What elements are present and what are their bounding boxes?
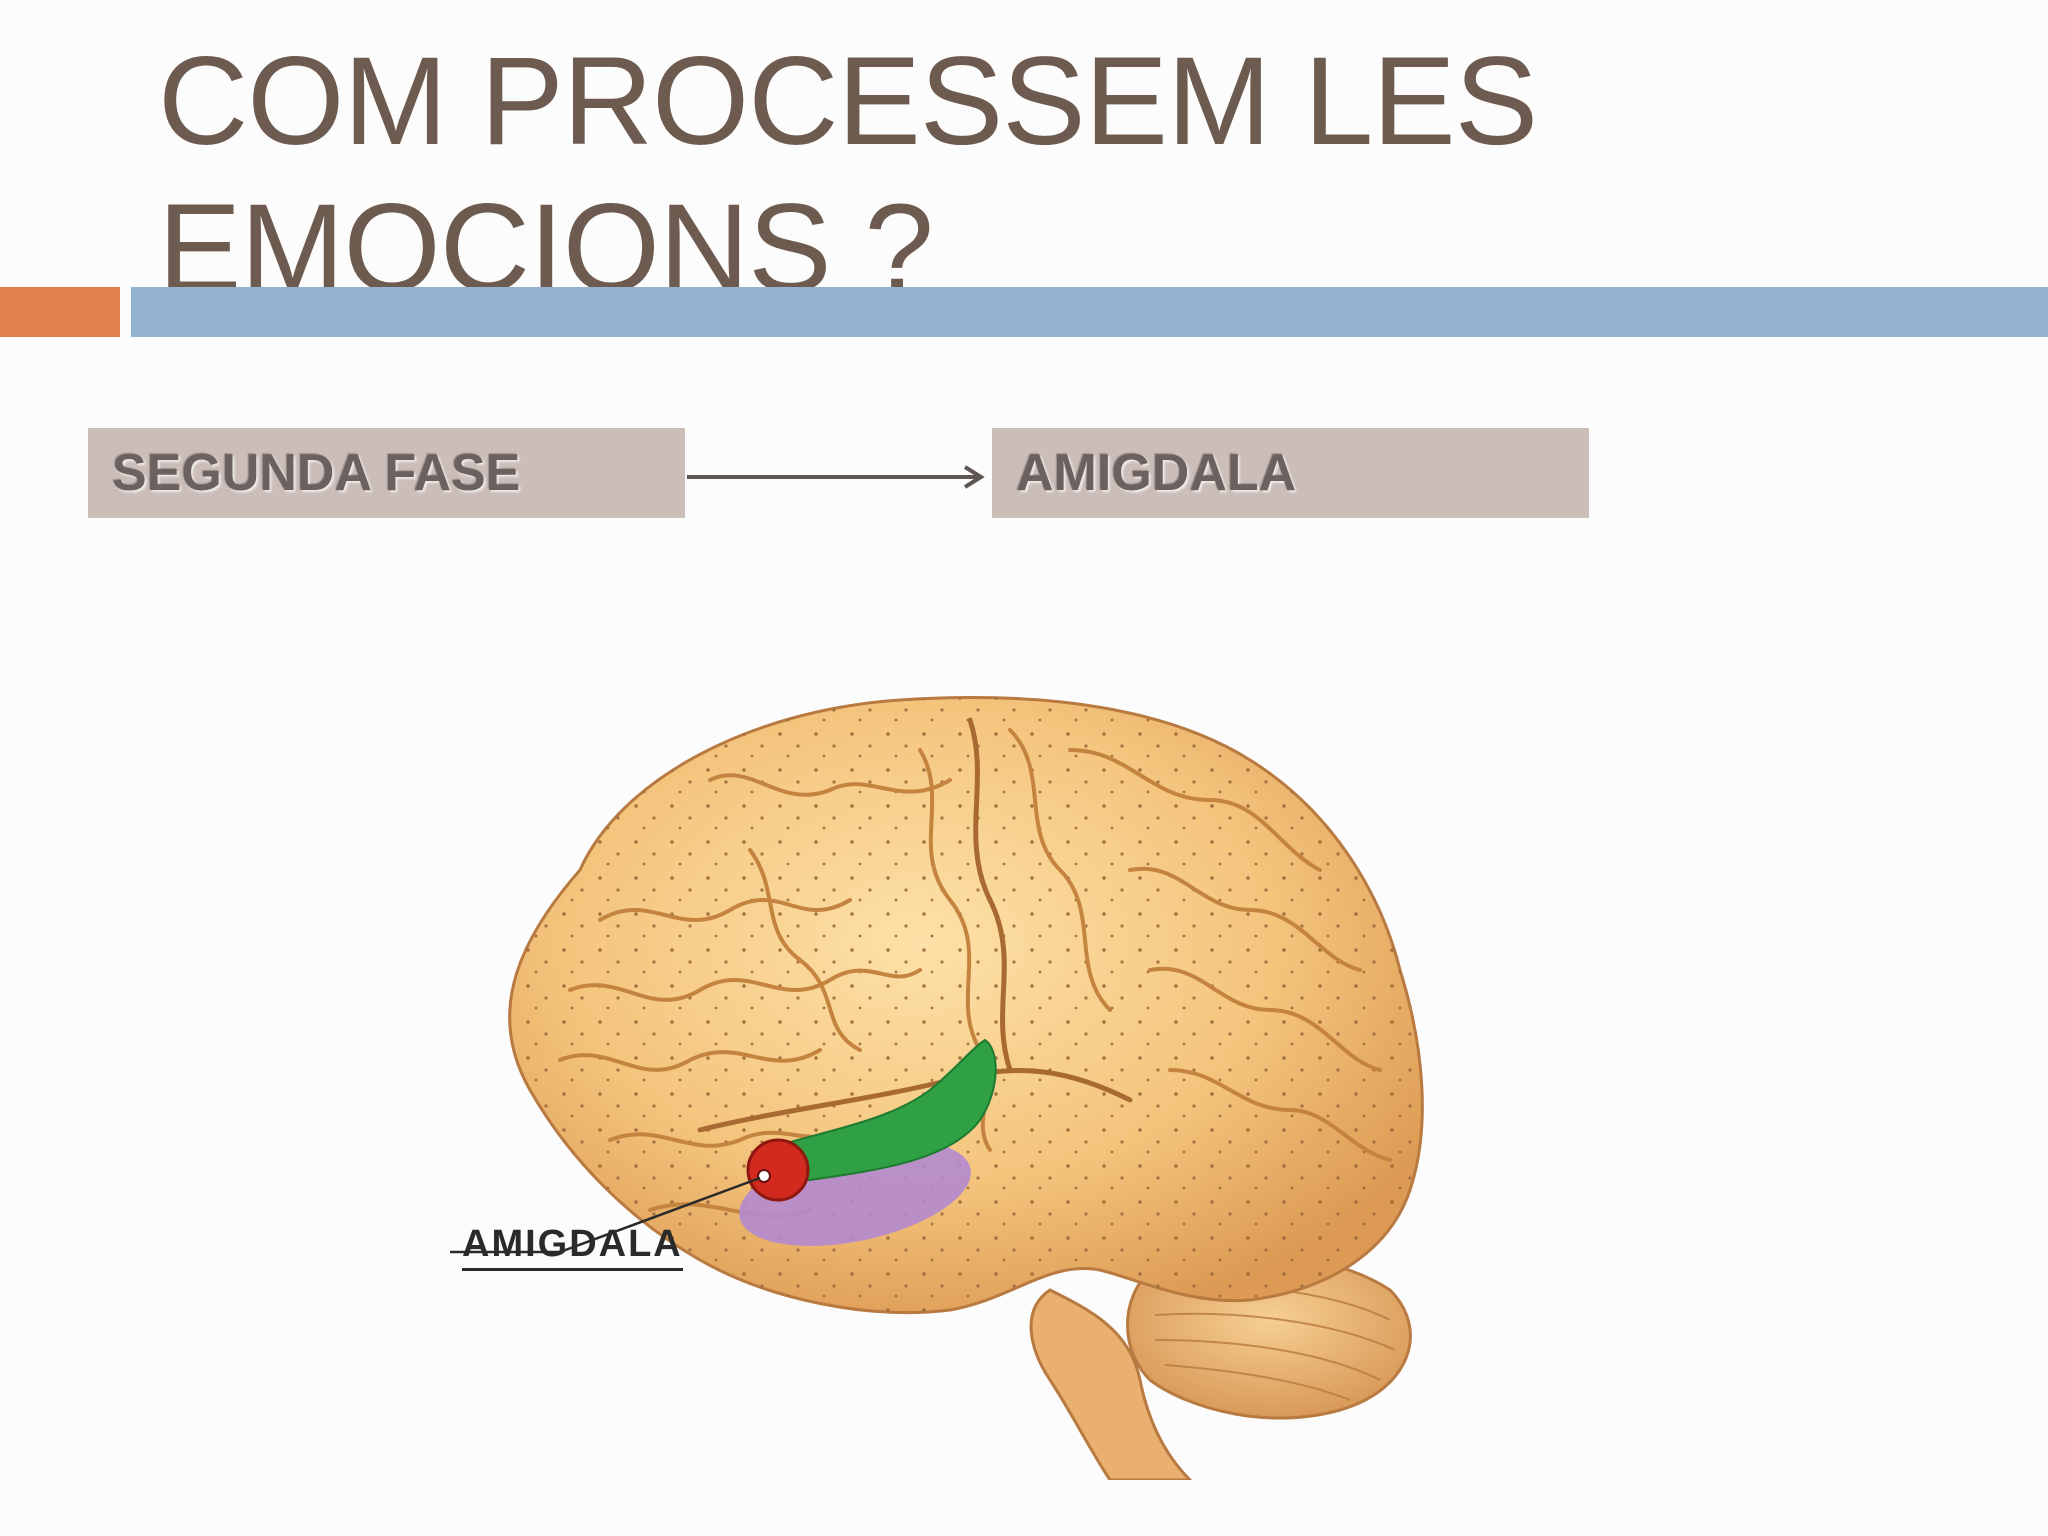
slide-title: COM PROCESSEM LES EMOCIONS ? (158, 32, 1538, 318)
phase-box-left-label: SEGUNDA FASE (112, 444, 521, 502)
accent-bar-blue (131, 287, 2048, 337)
accent-bar-orange (0, 287, 120, 337)
amygdala-label: AMIGDALA (462, 1222, 683, 1271)
phase-box-right-label: AMIGDALA (1016, 444, 1297, 502)
hippocampus-green (770, 1038, 997, 1182)
amygdala-red (746, 1138, 810, 1202)
brain-illustration (450, 696, 1424, 1480)
phase-box-right: AMIGDALA (992, 428, 1589, 518)
phase-box-left: SEGUNDA FASE (88, 428, 685, 518)
label-leader-line (450, 1176, 761, 1254)
arrow-right-icon (687, 465, 985, 489)
brain-stem (1029, 1288, 1193, 1480)
